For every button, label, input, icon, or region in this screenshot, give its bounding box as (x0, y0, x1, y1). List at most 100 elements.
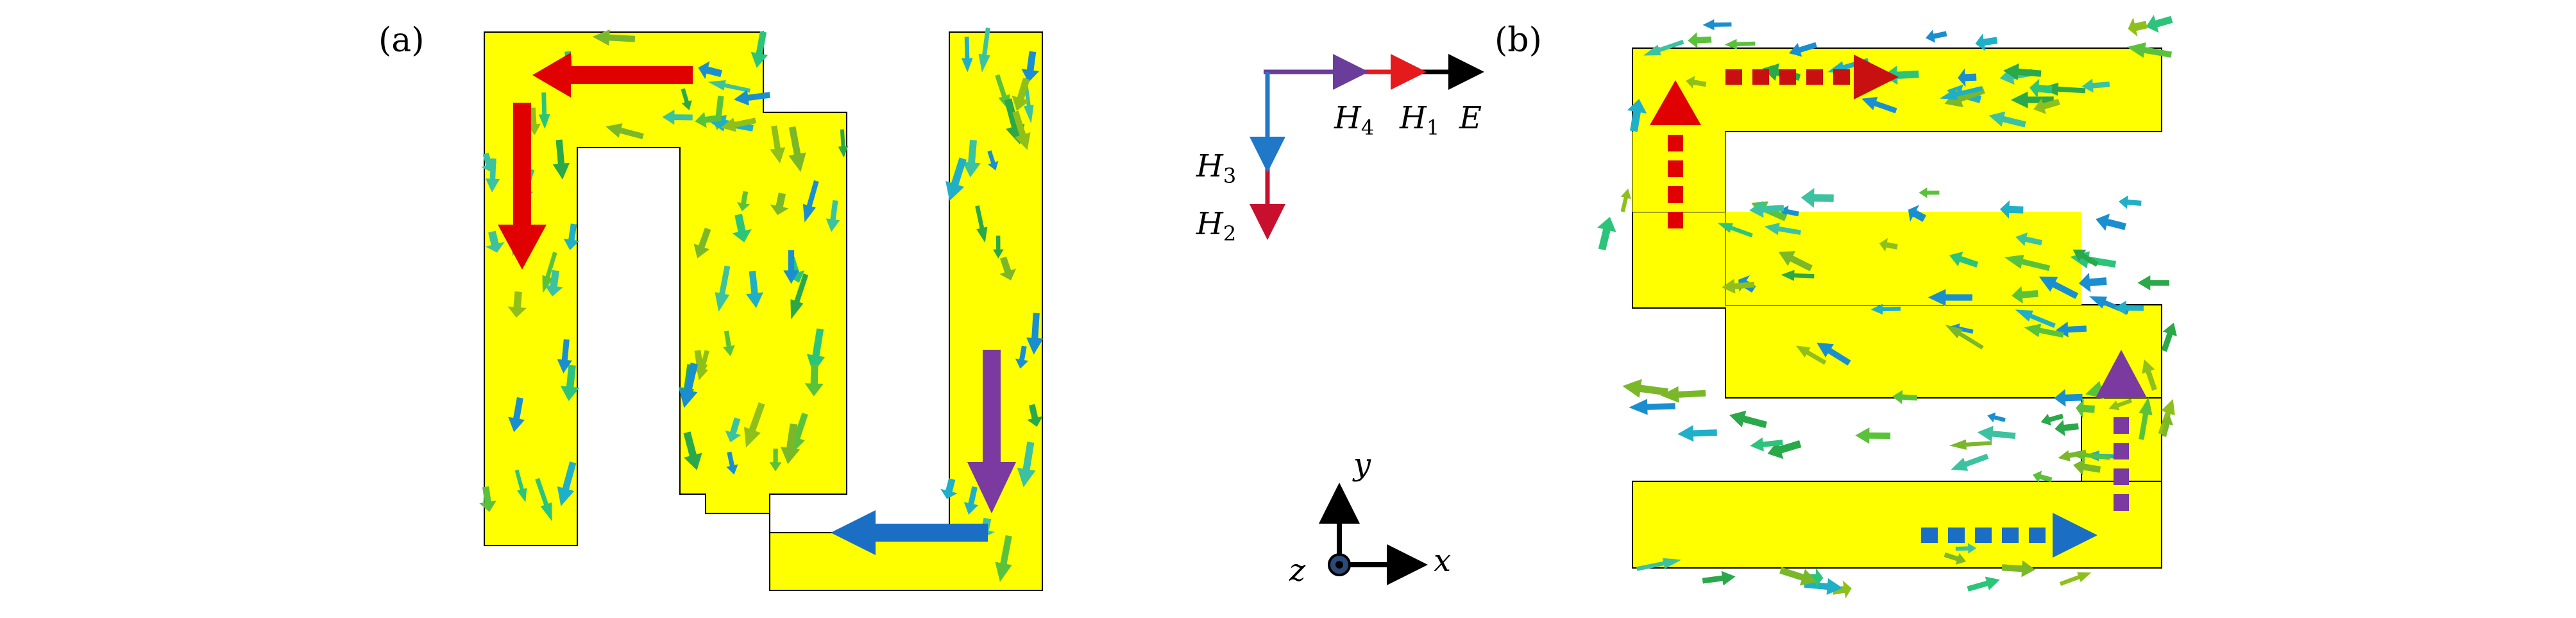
field-arrow (737, 191, 750, 212)
field-arrow (557, 461, 577, 506)
field-arrow (2114, 300, 2144, 315)
panel-a-mode-arrow-red-left (532, 53, 693, 98)
field-arrow (802, 180, 819, 223)
field-arrow (826, 200, 840, 232)
field-arrow (1999, 200, 2024, 219)
field-arrow (695, 112, 722, 128)
field-arrow (2038, 276, 2079, 299)
field-arrow (1781, 270, 1815, 281)
field-arrow (1722, 279, 1755, 294)
panel-a-field-arrows (479, 27, 1044, 582)
field-arrow (746, 270, 763, 308)
field-arrow (2146, 15, 2173, 33)
field-arrow (2033, 98, 2060, 114)
field-arrow (1686, 76, 1707, 89)
field-arrow (2118, 195, 2142, 209)
field-arrow (962, 139, 981, 178)
field-arrow (1861, 96, 1897, 114)
field-arrow (1795, 345, 1827, 365)
field-arrow (1944, 552, 1967, 565)
field-arrow (2033, 470, 2053, 483)
z-axis-label: z (1289, 553, 1306, 588)
field-arrow (2161, 322, 2177, 352)
field-arrow (1729, 410, 1767, 429)
field-arrow (1629, 399, 1675, 415)
field-arrow (2081, 78, 2110, 93)
field-arrow (481, 152, 497, 173)
field-arrow (743, 402, 765, 448)
field-arrow (683, 431, 702, 470)
field-arrow (2015, 309, 2056, 328)
field-arrow (2108, 399, 2133, 411)
legend-h2-label: H2 (1196, 206, 1236, 246)
field-arrow (1945, 324, 1984, 350)
field-arrow (1750, 437, 1783, 452)
field-arrow (485, 230, 505, 253)
field-arrow (1801, 187, 1834, 208)
panel-a: (a) (378, 21, 1044, 591)
legend-h4-label: H4 (1334, 100, 1374, 140)
field-arrow (1817, 342, 1851, 366)
field-arrow (732, 214, 752, 243)
field-arrow (693, 227, 711, 259)
field-arrow (2126, 42, 2172, 58)
field-arrow (2003, 63, 2042, 80)
field-arrow (708, 80, 751, 93)
field-arrow (1788, 42, 1817, 57)
field-arrow (542, 252, 557, 293)
field-arrow (560, 365, 580, 401)
field-arrow (1767, 440, 1802, 459)
field-arrow (1026, 313, 1044, 355)
field-arrow (783, 250, 799, 284)
field-arrow (1908, 205, 1927, 222)
field-arrow (2058, 450, 2087, 461)
field-arrow (1622, 379, 1669, 398)
panel-b-mode-arrow-red-right (1725, 55, 1899, 99)
field-arrow (544, 270, 563, 296)
field-arrow (999, 256, 1017, 281)
field-arrow (1975, 33, 1998, 51)
field-arrow (2078, 272, 2107, 293)
z-axis-dot-center (1335, 561, 1343, 569)
field-arrow (1627, 99, 1647, 132)
field-arrow (2142, 359, 2157, 391)
field-arrow (2029, 78, 2053, 98)
legend-h1-label: H1 (1399, 100, 1439, 140)
field-arrow (2015, 232, 2042, 246)
field-arrow (770, 192, 789, 216)
field-arrow (2024, 323, 2064, 338)
field-arrow (2161, 415, 2174, 437)
field-arrow (780, 423, 801, 465)
panel-b-mode-arrow-blue-right (1921, 513, 2097, 558)
field-arrow (806, 328, 826, 373)
field-arrow (2072, 249, 2099, 267)
field-arrow (715, 265, 731, 312)
field-arrow (1779, 567, 1817, 586)
field-arrow (1967, 576, 2000, 592)
panel-b-label: (b) (1495, 21, 1542, 60)
field-arrow (725, 417, 741, 443)
field-arrow (1027, 404, 1043, 427)
field-arrow (606, 123, 644, 139)
panel-a-mode-arrow-blue-left (831, 510, 988, 555)
field-arrow (750, 31, 768, 68)
panel-a-label: (a) (378, 21, 425, 60)
field-arrow (1949, 439, 1992, 450)
field-arrow (963, 486, 979, 515)
field-arrow (804, 364, 824, 397)
field-arrow (1688, 32, 1712, 49)
field-arrow (790, 273, 809, 320)
field-arrow (1021, 51, 1039, 83)
panel-b-mode-arrow-purple-up (2096, 350, 2147, 511)
field-arrow (1015, 345, 1029, 369)
field-arrow (557, 339, 573, 373)
field-arrow (1779, 205, 1799, 218)
field-arrow (1951, 454, 1989, 471)
field-arrow (1939, 86, 1983, 100)
field-arrow (508, 397, 525, 433)
field-arrow (1677, 425, 1717, 442)
field-arrow (995, 535, 1012, 582)
field-arrow (945, 157, 967, 202)
field-arrow (1636, 558, 1682, 571)
